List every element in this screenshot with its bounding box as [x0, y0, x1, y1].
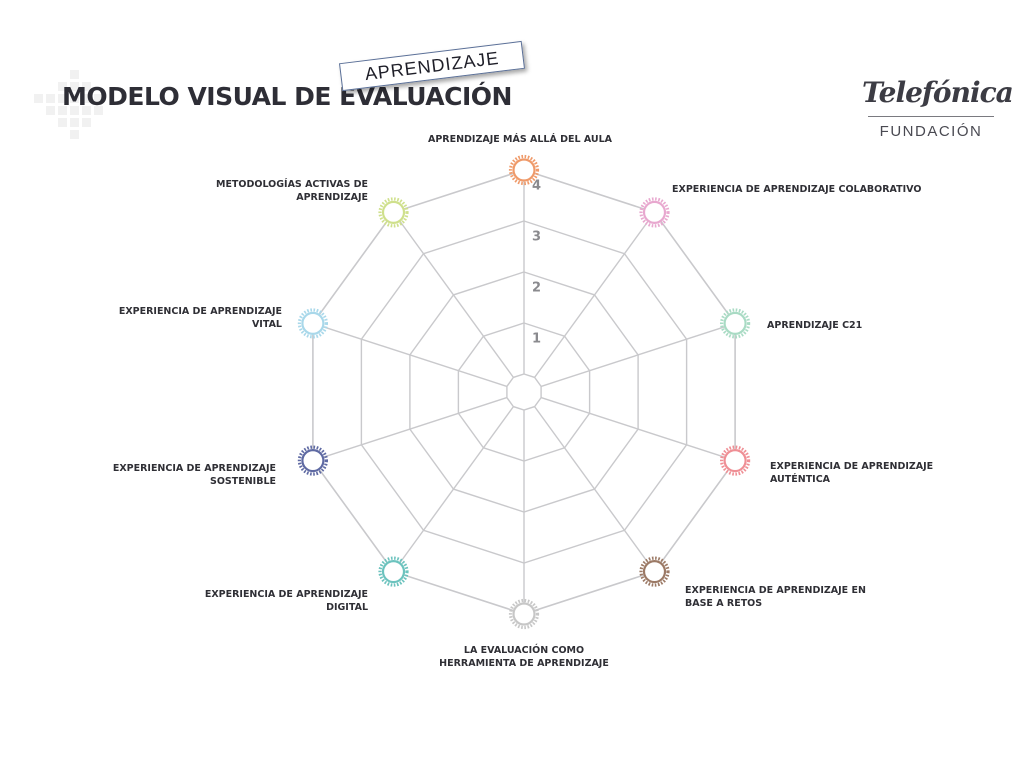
- axis-spoke: [392, 211, 514, 378]
- logo-divider: [868, 116, 994, 117]
- logo-subtitle: FUNDACIÓN: [879, 123, 983, 140]
- gear-icon: [508, 154, 540, 186]
- radar-web: [312, 169, 736, 615]
- axis-spoke: [312, 396, 508, 462]
- scale-tick-2: 2: [532, 280, 541, 295]
- axis-gear-icons: [297, 154, 751, 630]
- axis-label-evaluacion: LA EVALUACIÓN COMO HERRAMIENTA DE APREND…: [439, 645, 609, 669]
- axis-label-digital: EXPERIENCIA DE APRENDIZAJE DIGITAL: [204, 589, 368, 613]
- axis-label-metodologias: METODOLOGÍAS ACTIVAS DE APRENDIZAJE: [215, 179, 368, 203]
- axis-label-retos: EXPERIENCIA DE APRENDIZAJE EN BASE A RET…: [685, 585, 866, 609]
- axis-label-sostenible: EXPERIENCIA DE APRENDIZAJE SOSTENIBLE: [112, 463, 276, 487]
- logo-brand-text: Telefónica: [862, 76, 1014, 109]
- axis-label-c21: APRENDIZAJE C21: [767, 320, 863, 331]
- axis-spoke: [534, 406, 656, 573]
- axis-spoke: [534, 211, 656, 378]
- page-title: MODELO VISUAL DE EVALUACIÓN: [62, 82, 512, 111]
- axis-label-aula: APRENDIZAJE MÁS ALLÁ DEL AULA: [427, 134, 613, 145]
- gear-icon: [297, 445, 328, 476]
- gear-icon: [378, 197, 409, 228]
- hub-ring: [506, 373, 542, 411]
- axis-spoke: [540, 322, 736, 388]
- scale-ticks: 1 2 3 4: [532, 178, 541, 346]
- gear-icon: [719, 445, 751, 476]
- axis-label-vital: EXPERIENCIA DE APRENDIZAJE VITAL: [118, 306, 282, 330]
- axis-label-colaborativo: EXPERIENCIA DE APRENDIZAJE COLABORATIVO: [672, 184, 922, 195]
- scale-tick-3: 3: [532, 229, 541, 244]
- dot-pattern-decoration: [34, 70, 114, 150]
- telefonica-fundacion-logo: Telefónica FUNDACIÓN: [862, 76, 1014, 140]
- axis-spoke: [392, 406, 514, 573]
- gear-icon: [719, 308, 751, 339]
- gear-icon: [639, 556, 670, 587]
- axis-spoke: [312, 322, 508, 388]
- scale-tick-4: 4: [532, 178, 541, 193]
- gear-icon: [378, 556, 409, 587]
- gear-icon: [297, 308, 328, 339]
- gear-icon: [639, 197, 670, 228]
- axis-spoke: [540, 396, 736, 462]
- axis-label-autentica: EXPERIENCIA DE APRENDIZAJE AUTÉNTICA: [770, 461, 934, 485]
- scale-tick-1: 1: [532, 331, 541, 346]
- gear-icon: [508, 598, 540, 630]
